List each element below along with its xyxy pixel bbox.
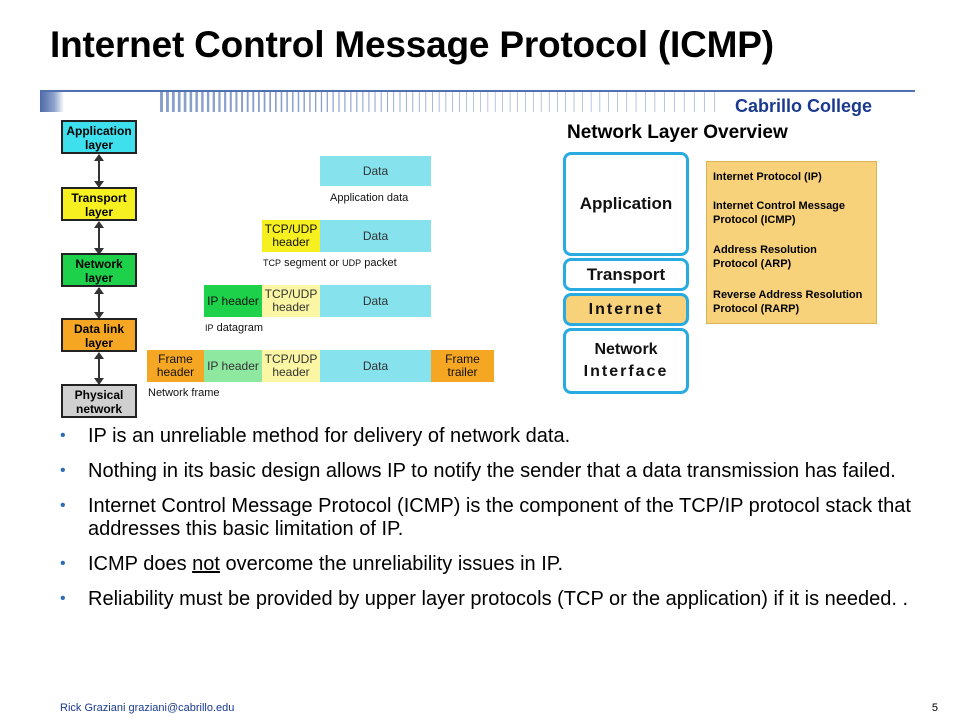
network-frame-caption: Network frame xyxy=(148,387,220,399)
bullet-item: •Reliability must be provided by upper l… xyxy=(60,588,909,610)
ip-header-block-2: IP header xyxy=(204,350,262,382)
datagram-data-block: Data xyxy=(320,285,431,317)
datagram-caption: IP datagram xyxy=(205,322,264,334)
bullet-list: •IP is an unreliable method for delivery… xyxy=(60,425,920,623)
stack-application-box: Application xyxy=(563,152,689,256)
segment-caption: TCP segment or UDP packet xyxy=(263,257,397,269)
protocol-icmp: Internet Control Message Protocol (ICMP) xyxy=(713,200,846,226)
frame-trailer-block: Frame trailer xyxy=(431,350,494,382)
stack-interface-label: Interface xyxy=(583,363,669,380)
stack-network-label: Network xyxy=(594,341,658,358)
application-layer-box: Application layer xyxy=(61,120,137,154)
double-arrow-icon xyxy=(94,154,104,188)
double-arrow-icon xyxy=(94,287,104,319)
bullet-dot-icon: • xyxy=(60,427,66,444)
physical-network-box: Physical network xyxy=(61,384,137,418)
double-arrow-icon xyxy=(94,352,104,385)
stack-internet-box: Internet xyxy=(563,293,689,326)
slide-title: Internet Control Message Protocol (ICMP) xyxy=(50,24,774,65)
header-rule-band xyxy=(40,90,915,112)
protocol-rarp: Reverse Address Resolution Protocol (RAR… xyxy=(713,289,863,315)
transport-layer-box: Transport layer xyxy=(61,187,137,221)
frame-data-block: Data xyxy=(320,350,431,382)
bullet-item: •ICMP does not overcome the unreliabilit… xyxy=(60,553,564,575)
frame-header-block: Frame header xyxy=(147,350,204,382)
bullet-dot-icon: • xyxy=(60,462,66,479)
tcpudp-header-block: TCP/UDP header xyxy=(262,220,320,252)
protocol-arp: Address Resolution Protocol (ARP) xyxy=(713,244,817,270)
double-arrow-icon xyxy=(94,221,104,255)
college-logo-text: Cabrillo College xyxy=(734,96,872,116)
bullet-dot-icon: • xyxy=(60,590,66,607)
data-link-layer-box: Data link layer xyxy=(61,318,137,352)
tcpudp-header-block-3: TCP/UDP header xyxy=(262,350,320,382)
bullet-item: •IP is an unreliable method for delivery… xyxy=(60,425,571,447)
bullet-dot-icon: • xyxy=(60,555,66,572)
application-data-caption: Application data xyxy=(330,192,409,204)
protocol-ip: Internet Protocol (IP) xyxy=(713,171,822,183)
page-number: 5 xyxy=(931,702,938,714)
bullet-item: •Nothing in its basic design allows IP t… xyxy=(60,460,896,482)
bullet-dot-icon: • xyxy=(60,497,66,514)
bullet-item: •Internet Control Message Protocol (ICMP… xyxy=(60,495,911,540)
protocol-panel xyxy=(706,161,877,324)
app-data-block: Data xyxy=(320,156,431,186)
stack-transport-box: Transport xyxy=(563,258,689,291)
tcpudp-header-block-2: TCP/UDP header xyxy=(262,285,320,317)
segment-data-block: Data xyxy=(320,220,431,252)
network-layer-overview-title: Network Layer Overview xyxy=(567,122,788,143)
network-layer-box: Network layer xyxy=(61,253,137,287)
footer-author: Rick Graziani graziani@cabrillo.edu xyxy=(60,702,235,714)
stack-network-interface-box: Network Interface xyxy=(563,328,689,394)
ip-header-block: IP header xyxy=(204,285,262,317)
